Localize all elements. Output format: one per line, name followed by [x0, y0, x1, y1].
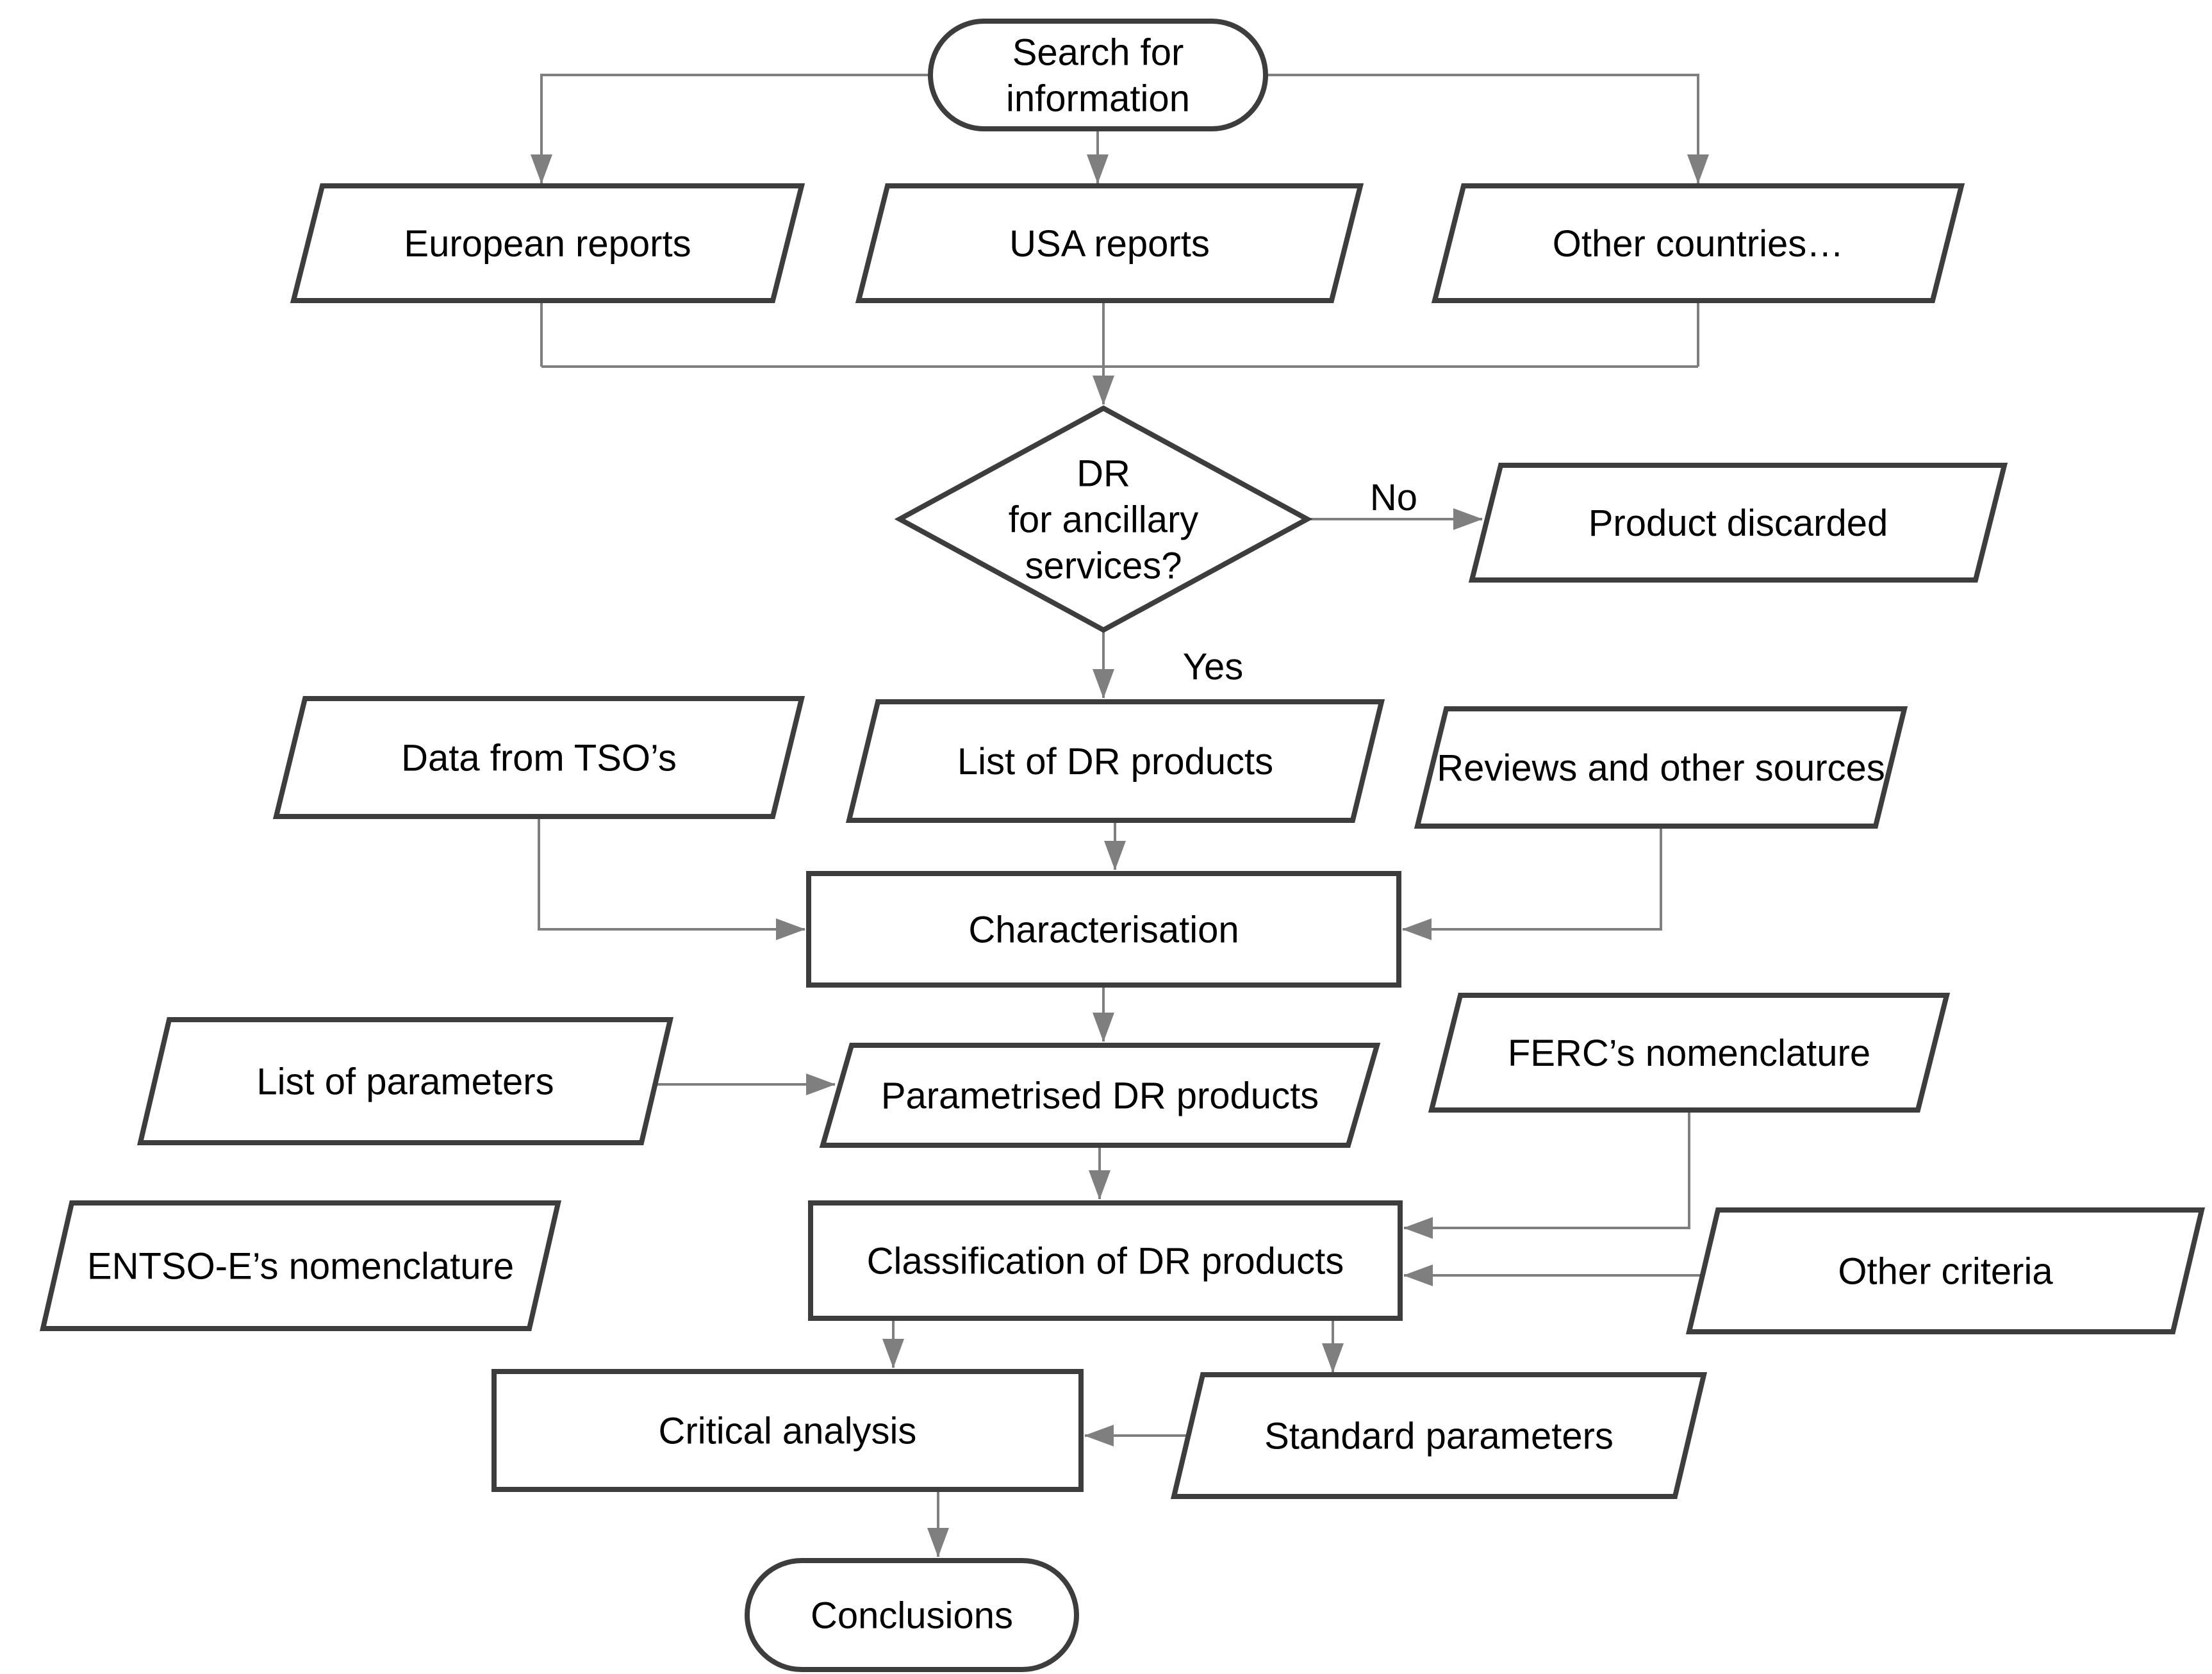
- conclusions-shape: [745, 1558, 1079, 1672]
- data-from-tsos-label: Data from TSO’s: [401, 737, 677, 779]
- list-of-parameters-label: List of parameters: [256, 1061, 554, 1102]
- dr-for-ancillary-services-shape: [894, 405, 1313, 633]
- entso-es-nomenclature-label: ENTSO-E’s nomenclature: [87, 1245, 514, 1287]
- node-reviews-and-other-sources: Reviews and other sources: [1414, 706, 1908, 829]
- reviews-and-other-sources-shape: [1414, 706, 1908, 829]
- edge-reviews-to-characterisation: [1402, 826, 1662, 940]
- other-criteria-label: Other criteria: [1838, 1250, 2053, 1292]
- usa-reports-label: USA reports: [1009, 223, 1210, 265]
- node-other-criteria: Other criteria: [1685, 1207, 2206, 1334]
- node-parametrised-dr-products: Parametrised DR products: [819, 1043, 1381, 1148]
- list-of-dr-products-shape: [845, 699, 1385, 823]
- product-discarded-label: Product discarded: [1589, 502, 1888, 544]
- entso-es-nomenclature-shape: [39, 1200, 562, 1331]
- edge-search-to-european: [531, 74, 930, 184]
- usa-reports-shape: [855, 183, 1364, 303]
- node-list-of-parameters: List of parameters: [136, 1017, 674, 1145]
- parametrised-dr-products-label: Parametrised DR products: [881, 1075, 1319, 1116]
- other-countries-shape: [1431, 183, 1965, 303]
- critical-analysis-label: Critical analysis: [659, 1410, 917, 1452]
- search-for-information-shape: [928, 19, 1268, 131]
- characterisation-label: Characterisation: [968, 909, 1239, 950]
- critical-analysis-shape: [491, 1369, 1084, 1492]
- standard-parameters-shape: [1170, 1372, 1708, 1499]
- node-product-discarded: Product discarded: [1468, 463, 2008, 583]
- classification-of-dr-products-label: Classification of DR products: [867, 1240, 1344, 1282]
- node-classification-of-dr-products: Classification of DR products: [808, 1200, 1403, 1321]
- node-other-countries: Other countries…: [1431, 183, 1965, 303]
- data-from-tsos-shape: [272, 696, 805, 819]
- yes-label: Yes: [1183, 646, 1244, 688]
- node-european-reports: European reports: [290, 183, 805, 303]
- edge-tsos-to-characterisation: [538, 816, 805, 940]
- node-data-from-tsos: Data from TSO’s: [272, 696, 805, 819]
- node-characterisation: Characterisation: [806, 871, 1401, 988]
- standard-parameters-label: Standard parameters: [1264, 1415, 1614, 1457]
- fercs-nomenclature-label: FERC’s nomenclature: [1508, 1032, 1870, 1074]
- european-reports-shape: [290, 183, 805, 303]
- product-discarded-shape: [1468, 463, 2008, 583]
- node-critical-analysis: Critical analysis: [491, 1369, 1084, 1492]
- edge-ferc-to-classification: [1403, 1110, 1690, 1239]
- classification-of-dr-products-shape: [808, 1200, 1403, 1321]
- node-standard-parameters: Standard parameters: [1170, 1372, 1708, 1499]
- no-label: No: [1370, 477, 1417, 518]
- european-reports-label: European reports: [404, 223, 691, 265]
- edge-search-to-other: [1266, 74, 1709, 184]
- other-countries-label: Other countries…: [1553, 223, 1844, 265]
- node-conclusions: Conclusions: [745, 1558, 1079, 1672]
- node-usa-reports: USA reports: [855, 183, 1364, 303]
- parametrised-dr-products-shape: [819, 1043, 1381, 1148]
- node-fercs-nomenclature: FERC’s nomenclature: [1428, 993, 1951, 1113]
- other-criteria-shape: [1685, 1207, 2206, 1334]
- reviews-and-other-sources-label: Reviews and other sources: [1437, 747, 1885, 789]
- fercs-nomenclature-shape: [1428, 993, 1951, 1113]
- list-of-dr-products-label: List of DR products: [957, 741, 1273, 783]
- conclusions-label: Conclusions: [811, 1595, 1013, 1636]
- node-list-of-dr-products: List of DR products: [845, 699, 1385, 823]
- list-of-parameters-shape: [136, 1017, 674, 1145]
- characterisation-shape: [806, 871, 1401, 988]
- node-entso-es-nomenclature: ENTSO-E’s nomenclature: [39, 1200, 562, 1331]
